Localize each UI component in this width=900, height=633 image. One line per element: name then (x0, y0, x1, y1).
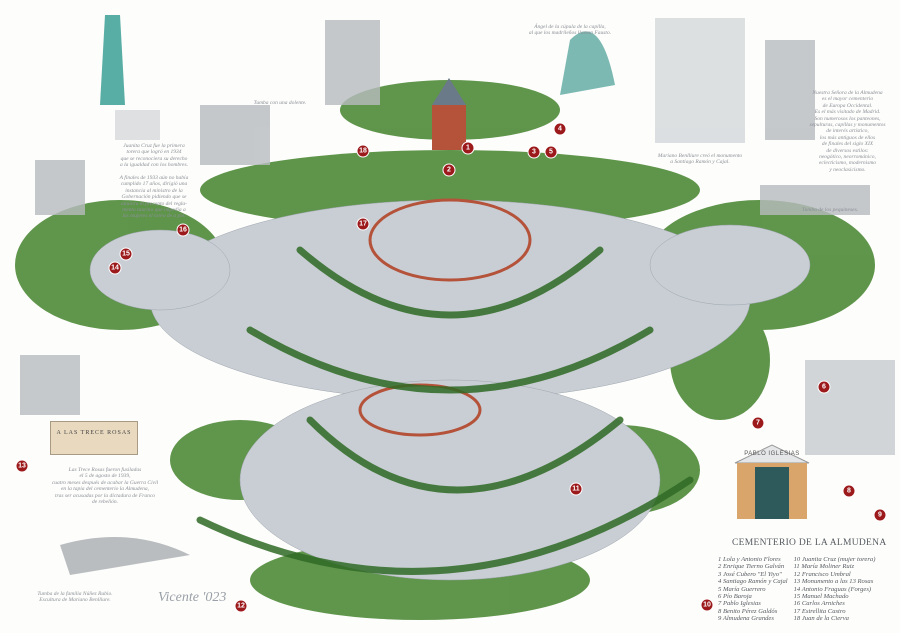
caption-nunez-rubio: Tumba de la familia Núñez Rubio. Escultu… (37, 591, 113, 604)
legend-item: 6 Pío Baroja (718, 593, 752, 601)
legend-item: 3 José Cubero "El Yiyo" (718, 570, 782, 578)
chapel (432, 78, 466, 150)
map-marker[interactable]: 13 (15, 459, 29, 473)
legend-column-1: 1 Lola y Antonio Flores 2 Enrique Tierno… (718, 556, 788, 623)
map-marker[interactable]: 4 (553, 122, 567, 136)
map-marker[interactable]: 7 (751, 416, 765, 430)
map-marker[interactable]: 14 (108, 261, 122, 275)
map-marker[interactable]: 16 (176, 223, 190, 237)
legend-item: 17 Estrellita Castro (793, 607, 846, 615)
legend-item: 16 Carlos Arniches (793, 600, 845, 608)
legend: CEMENTERIO DE LA ALMUDENA 1 Lola y Anton… (718, 538, 898, 623)
legend-column-2: 10 Juanita Cruz (mujer torera) 11 María … (794, 556, 876, 623)
caption-juanita-cruz: Juanita Cruz fue la primera torera que l… (119, 143, 189, 220)
legend-item: 4 Santiago Ramón y Cajal (718, 578, 788, 586)
legend-item: 9 Almudena Grandes (718, 615, 774, 623)
caption-benlliure-cajal: Mariano Benlliure creó el monumento a Sa… (657, 153, 743, 166)
legend-item: 11 María Moliner Ruiz (793, 563, 855, 571)
caption-dolente: Tumba con una dolente. (253, 100, 307, 106)
legend-item: 5 María Guerrero (718, 585, 766, 593)
map-marker[interactable]: 3 (527, 145, 541, 159)
plaque-text: A LAS TRECE ROSAS (56, 430, 132, 436)
legend-item: 2 Enrique Tierno Galván (718, 563, 785, 571)
legend-item: 10 Juanita Cruz (mujer torera) (793, 556, 876, 563)
map-marker[interactable]: 1 (461, 141, 475, 155)
map-title: CEMENTERIO DE LA ALMUDENA (732, 538, 887, 548)
tree-rows (196, 246, 694, 575)
artist-signature: Vicente '023 (158, 590, 227, 605)
vignette-statues (20, 15, 895, 575)
map-marker[interactable]: 18 (356, 144, 370, 158)
legend-item: 12 Francisco Umbral (793, 570, 851, 578)
legend-item: 7 Pablo Iglesias (718, 600, 761, 608)
map-marker[interactable]: 8 (842, 484, 856, 498)
map-marker[interactable]: 11 (569, 482, 583, 496)
trece-rosas-plaque: A LAS TRECE ROSAS (50, 421, 138, 455)
map-marker[interactable]: 6 (817, 380, 831, 394)
legend-item: 8 Benito Pérez Galdós (718, 607, 778, 615)
map-marker[interactable]: 10 (700, 598, 714, 612)
caption-almudena: Nuestra Señora de la Almudena es el mayo… (809, 90, 886, 173)
legend-item: 13 Monumento a las 13 Rosas (793, 578, 874, 586)
legend-item: 15 Manuel Machado (793, 593, 849, 601)
pablo-iglesias-pantheon: PABLO IGLESIAS (733, 443, 811, 519)
map-marker[interactable]: 9 (873, 508, 887, 522)
caption-trece-rosas: Las Trece Rosas fueron fusiladas el 5 de… (51, 467, 159, 506)
legend-item: 14 Antonio Fraguas (Forges) (793, 585, 872, 593)
inner-rings (358, 198, 532, 437)
map-marker[interactable]: 17 (356, 217, 370, 231)
caption-angel: Ángel de la cúpula de la capilla, al que… (528, 24, 612, 37)
map-marker[interactable]: 15 (119, 247, 133, 261)
map-marker[interactable]: 5 (544, 145, 558, 159)
map-marker[interactable]: 2 (442, 163, 456, 177)
map-marker[interactable]: 12 (234, 599, 248, 613)
pantheon-inscription: PABLO IGLESIAS (744, 451, 800, 457)
legend-item: 1 Lola y Antonio Flores (718, 556, 781, 563)
caption-pequineses: Tumba de los pequineses. (801, 207, 859, 213)
legend-item: 18 Juan de la Cierva (793, 615, 849, 623)
